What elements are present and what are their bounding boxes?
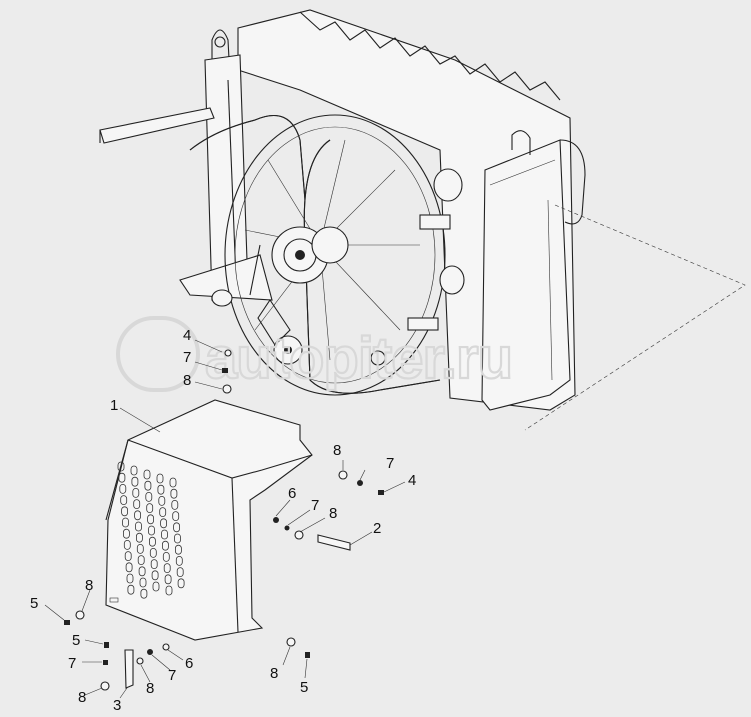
vent-slot [156,473,164,484]
callout-6: 6 [185,655,193,672]
vent-slot [147,514,155,525]
vent-slot [176,567,184,577]
vent-slot [121,506,128,517]
vent-slot [145,491,153,502]
callout-8: 8 [183,372,191,389]
callout-8: 8 [270,665,278,682]
vent-slot [123,528,130,539]
vent-slot [135,521,142,532]
guard-cover [105,399,313,641]
vent-slot [124,551,132,561]
callout-5: 5 [30,595,38,612]
vent-slot [152,581,160,592]
vent-slot [130,465,138,476]
vent-slot [118,472,126,483]
fasteners [64,349,384,691]
callout-labels: 4 7 8 1 8 7 4 6 7 8 2 5 8 5 7 8 6 7 8 3 … [30,327,416,714]
vent-slot [164,574,172,585]
callout-1: 1 [110,397,118,414]
callout-7: 7 [386,455,394,472]
vent-slot [143,469,151,480]
vent-slot [132,487,140,498]
callout-8: 8 [333,442,341,459]
vent-slot [160,518,168,529]
vent-slot [119,483,127,494]
vent-slot [123,540,131,550]
vent-slot [135,532,143,543]
vent-slot [136,544,144,554]
vent-slot [162,552,170,562]
vent-slot [138,566,146,577]
callout-8: 8 [329,505,337,522]
vent-slot [157,484,165,495]
vent-slot [148,536,156,547]
callout-8: 8 [146,680,154,697]
vent-slot [150,559,158,569]
vent-slot [161,529,168,540]
vent-slot [134,510,142,521]
callout-7: 7 [68,655,76,672]
vent-slot [120,495,128,506]
vent-slot [137,555,145,565]
vent-slot [171,499,179,510]
vent-slot [151,570,159,581]
callout-7: 7 [168,667,176,684]
callout-8: 8 [78,689,86,706]
vent-slot [149,548,157,558]
vent-slot [133,499,141,510]
vent-slot [148,525,155,536]
leader-lines [44,339,406,699]
vent-slot [159,507,167,518]
callout-7: 7 [311,497,319,514]
vent-slot [161,540,169,551]
callout-4: 4 [408,472,416,489]
vent-slot [163,563,171,573]
vent-slot [144,480,152,491]
vent-slot [169,477,177,488]
vent-slot [174,544,182,555]
callout-4: 4 [183,327,191,344]
watermark-text: autopiter.ru [205,326,512,391]
vent-slot [126,573,134,584]
vent-slot [170,488,178,499]
vent-slot [139,577,147,588]
vent-slot [158,495,166,506]
vent-slots [117,461,185,599]
callout-8: 8 [85,577,93,594]
callout-7: 7 [183,349,191,366]
callout-5: 5 [300,679,308,696]
callout-5: 5 [72,632,80,649]
vent-slot [165,585,173,596]
vent-slot [122,517,129,528]
vent-slot [127,584,135,595]
watermark: autopiter.ru [116,316,514,392]
radiator-assembly [99,9,746,431]
vent-slot [146,503,154,514]
vent-slot [125,562,133,573]
callout-3: 3 [113,697,121,714]
vent-slot [177,578,185,589]
callout-2: 2 [373,520,381,537]
vent-slot [131,476,139,487]
vent-slot [175,556,183,566]
vent-slot [173,522,181,533]
vent-slot [174,533,181,544]
vent-slot [117,461,125,472]
callout-6: 6 [288,485,296,502]
vent-slot [172,511,180,522]
vent-slot [140,588,148,599]
